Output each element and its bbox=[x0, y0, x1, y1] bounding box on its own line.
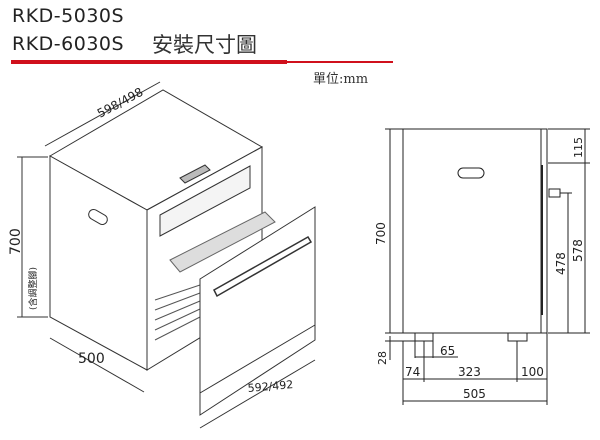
isometric-view bbox=[17, 81, 316, 429]
width-dim-line bbox=[49, 337, 145, 393]
foot-height-label: 28 bbox=[376, 351, 389, 365]
cabinet-side bbox=[402, 128, 542, 334]
rear-foot bbox=[507, 332, 528, 342]
offset-left-label: 74 bbox=[405, 365, 420, 379]
iso-width-label: 500 bbox=[78, 351, 105, 367]
total-depth-label: 505 bbox=[463, 387, 486, 401]
model-number-1: RKD-5030S bbox=[12, 5, 125, 27]
title-underline bbox=[11, 60, 287, 64]
dim-478-label: 478 bbox=[554, 252, 568, 275]
drawer-door bbox=[199, 206, 316, 416]
unit-label: 單位:mm bbox=[313, 72, 369, 87]
dim-578-label: 578 bbox=[571, 239, 585, 262]
door-trim bbox=[199, 324, 316, 394]
title-underline-thin bbox=[287, 61, 393, 63]
top-offset-label: 115 bbox=[572, 137, 585, 158]
vent-grille bbox=[179, 164, 211, 184]
iso-height-label: 700 bbox=[8, 228, 24, 255]
door-handle[interactable] bbox=[213, 235, 313, 298]
front-foot bbox=[414, 332, 434, 342]
control-panel bbox=[159, 165, 251, 237]
foot-width-label: 65 bbox=[440, 344, 455, 358]
side-view bbox=[385, 128, 590, 405]
depth-dim-line bbox=[44, 81, 161, 147]
side-handle-slot bbox=[88, 209, 108, 225]
side-height-label: 700 bbox=[374, 222, 388, 245]
cutlery-basket bbox=[169, 211, 276, 273]
side-handle-slot bbox=[457, 167, 485, 179]
foot-spacing-label: 323 bbox=[458, 365, 481, 379]
height-note: (含調整腳) bbox=[27, 267, 39, 310]
handle-profile bbox=[548, 188, 561, 198]
page-title: 安裝尺寸圖 bbox=[152, 33, 257, 57]
model-number-2: RKD-6030S bbox=[12, 33, 125, 55]
door-width-dim-line bbox=[199, 359, 316, 429]
door-width-label: 592/492 bbox=[247, 378, 294, 395]
dish-rack bbox=[154, 284, 201, 341]
offset-right-label: 100 bbox=[521, 365, 544, 379]
